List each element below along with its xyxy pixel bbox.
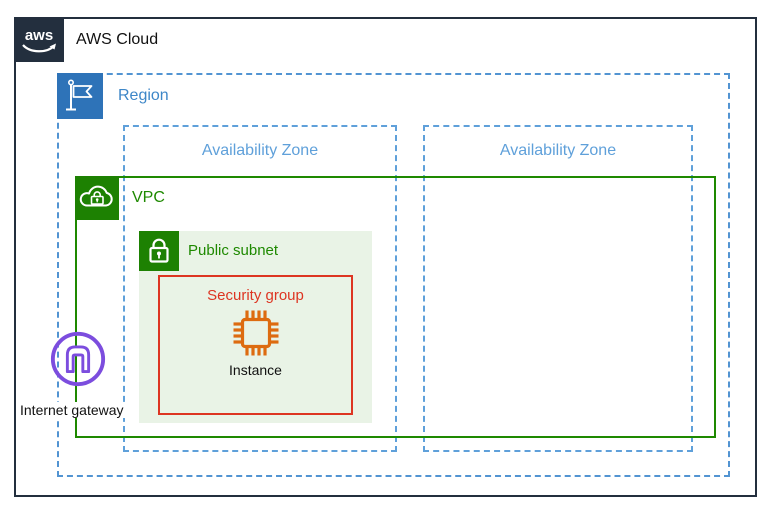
aws-cloud-group-box <box>14 17 757 497</box>
availability-zone-2-label: Availability Zone <box>499 142 617 159</box>
availability-zone-2-box: Availability Zone <box>423 125 693 452</box>
region-group-box <box>57 73 730 477</box>
public-subnet-lock-icon <box>139 231 179 271</box>
internet-gateway-label: Internet gateway <box>18 402 126 418</box>
security-group-label: Security group <box>207 287 304 304</box>
availability-zone-1-box: Availability Zone <box>123 125 397 452</box>
aws-logo-text: aws <box>25 27 53 44</box>
internet-gateway-icon <box>50 331 106 387</box>
security-group-box: Security group Instance <box>158 275 353 415</box>
vpc-cloud-icon <box>75 176 119 220</box>
aws-logo-icon: aws <box>14 17 64 62</box>
public-subnet-label: Public subnet <box>188 242 279 259</box>
instance-label: Instance <box>229 362 282 378</box>
availability-zone-1-label: Availability Zone <box>201 142 319 159</box>
region-flag-icon <box>57 73 103 119</box>
vpc-label: VPC <box>132 189 165 206</box>
aws-cloud-label: AWS Cloud <box>76 31 159 48</box>
region-label: Region <box>118 87 169 104</box>
vpc-group-box <box>75 176 716 438</box>
instance-chip-icon <box>233 310 278 356</box>
